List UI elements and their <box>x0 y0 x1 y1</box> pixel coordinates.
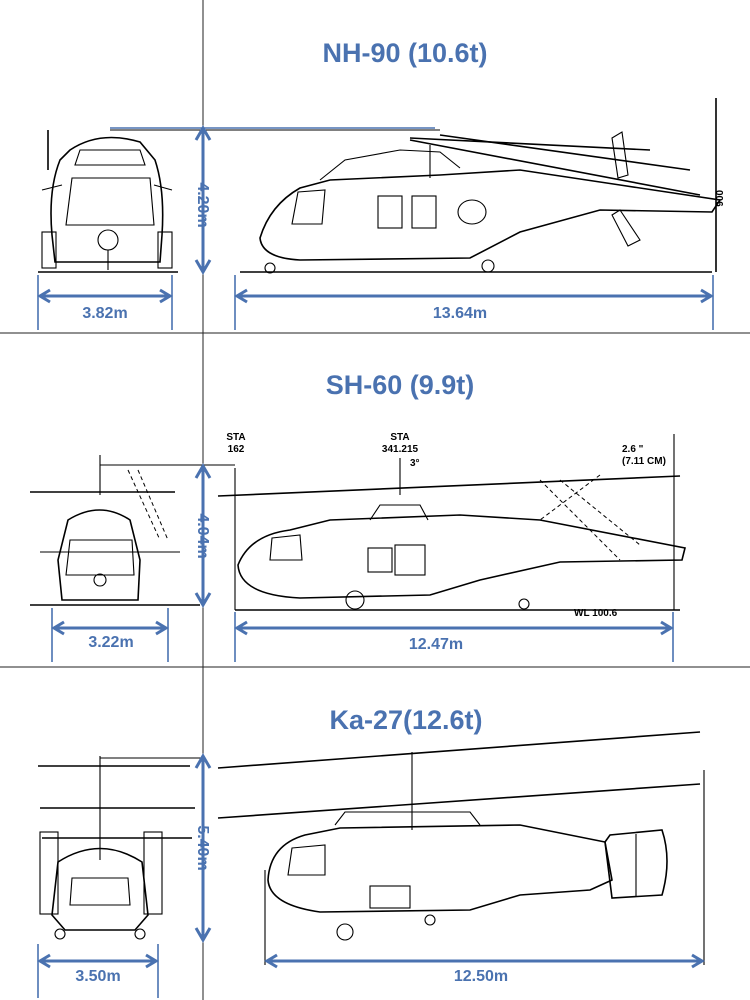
front-view-drawing <box>38 756 205 940</box>
front-view-drawing <box>38 129 440 273</box>
side-view-drawing <box>217 731 705 965</box>
panel-title: NH-90 (10.6t) <box>322 38 487 68</box>
svg-text:006: 006 <box>713 190 724 207</box>
height-label: 4.04m <box>194 513 211 558</box>
sta-label-1: STA <box>226 432 245 443</box>
side-view-drawing: 006 <box>240 98 724 274</box>
sta-label-2: STA <box>390 432 409 443</box>
length-label: 13.64m <box>433 305 487 322</box>
sta-value-2: 341.215 <box>382 444 419 455</box>
length-label: 12.47m <box>409 636 463 653</box>
panel-sh60: SH-60 (9.9t) <box>30 370 686 662</box>
angle-note: 3° <box>410 458 420 469</box>
sta-value-1: 162 <box>228 444 245 455</box>
clearance-cm-note: (7.11 CM) <box>622 456 666 467</box>
height-label: 4.20m <box>194 182 211 227</box>
width-label: 3.22m <box>88 634 133 651</box>
panel-title: Ka-27(12.6t) <box>329 705 482 735</box>
height-label: 5.40m <box>194 825 211 870</box>
panel-title: SH-60 (9.9t) <box>326 370 475 400</box>
front-view-drawing <box>30 455 235 606</box>
waterline-note: WL 100.6 <box>574 608 618 619</box>
panel-ka27: Ka-27(12.6t) <box>37 705 705 998</box>
width-label: 3.50m <box>75 968 120 985</box>
clearance-note: 2.6 " <box>622 444 644 455</box>
side-view-drawing: STA 162 STA 341.215 3° 2.6 " (7.11 CM) W… <box>217 432 686 619</box>
length-label: 12.50m <box>454 968 508 985</box>
width-label: 3.82m <box>82 305 127 322</box>
panel-nh90: NH-90 (10.6t) <box>37 38 724 330</box>
